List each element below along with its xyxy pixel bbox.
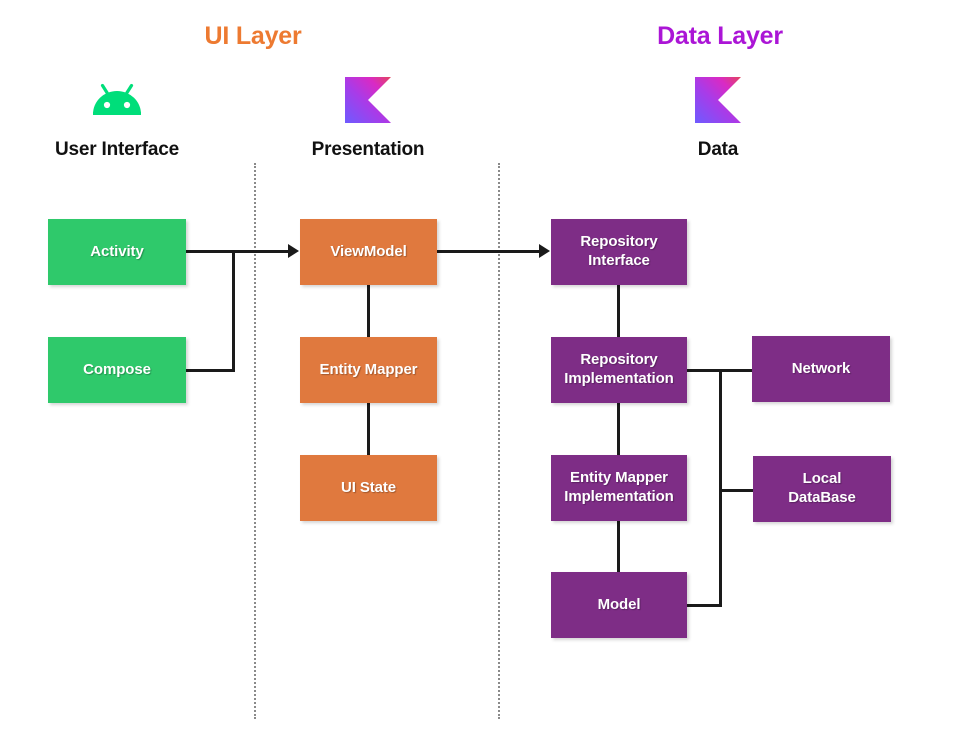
column-header-data: Data [618,74,818,161]
connector-data-source-bus [719,369,722,607]
node-repository-interface-line1: Repository [580,233,658,251]
node-viewmodel[interactable]: ViewModel [300,219,437,285]
ui-layer-title: UI Layer [204,22,302,50]
android-logo-icon [17,74,217,126]
column-header-presentation: Presentation [268,74,468,161]
node-compose-label: Compose [83,360,151,378]
column-header-user-interface: User Interface [17,74,217,161]
connector-entity-mapper-to-ui-state [367,403,370,455]
connector-bus-to-network [719,369,754,372]
arrowhead-to-repository-interface [539,244,550,258]
kotlin-logo-icon [618,74,818,126]
layer-divider-left [254,163,256,719]
connector-viewmodel-to-repository-interface [437,250,540,253]
column-label-data: Data [697,139,739,160]
connector-repository-implementation-to-mapper [617,403,620,455]
node-activity-label: Activity [90,242,144,260]
connector-activity-to-junction [186,250,235,253]
data-layer-title: Data Layer [657,22,783,50]
connector-repository-interface-to-implementation [617,285,620,337]
layer-divider-right [498,163,500,719]
node-entity-mapper-label: Entity Mapper [319,360,418,378]
node-ui-state-label: UI State [340,478,397,496]
node-repository-implementation-line1: Repository [580,351,658,369]
connector-model-to-bus [687,604,722,607]
connector-repository-implementation-to-bus [687,369,722,372]
node-local-database-line1: Local [802,470,842,488]
node-network-label: Network [791,359,851,377]
node-entity-mapper-implementation-line2: Implementation [564,488,674,505]
node-activity[interactable]: Activity [48,219,186,285]
node-model-label: Model [597,595,641,613]
node-compose[interactable]: Compose [48,337,186,403]
connector-junction-to-viewmodel [232,250,290,253]
connector-mapper-implementation-to-model [617,521,620,572]
node-network[interactable]: Network [752,336,890,402]
node-entity-mapper-implementation-line1: Entity Mapper [570,469,668,487]
node-local-database-line2: DataBase [788,489,856,506]
node-repository-interface-line2: Interface [588,252,650,269]
arrowhead-to-viewmodel [288,244,299,258]
connector-compose-to-junction [186,369,235,372]
node-entity-mapper[interactable]: Entity Mapper [300,337,437,403]
kotlin-logo-icon [268,74,468,126]
column-label-presentation: Presentation [311,139,425,160]
node-ui-state[interactable]: UI State [300,455,437,521]
node-viewmodel-label: ViewModel [330,242,407,260]
connector-viewmodel-to-entity-mapper [367,285,370,337]
connector-bus-to-local-database [719,489,755,492]
node-model[interactable]: Model [551,572,687,638]
node-repository-implementation-line2: Implementation [564,370,674,387]
connector-ui-junction-vertical [232,250,235,372]
column-label-user-interface: User Interface [55,139,179,160]
